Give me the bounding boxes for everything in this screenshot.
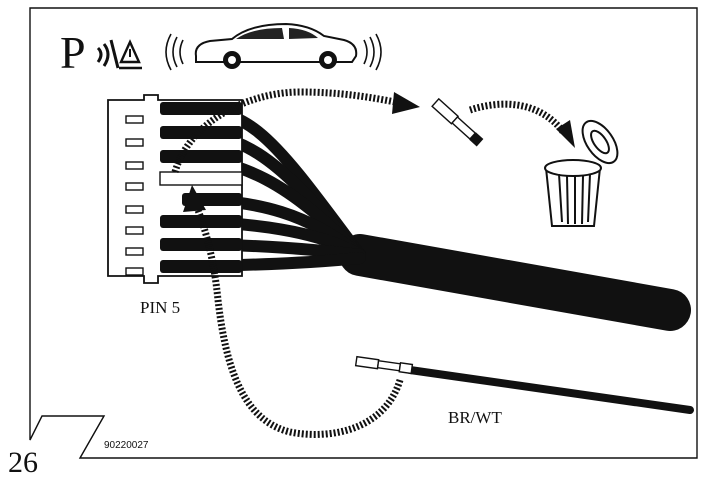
frame-notch — [79, 415, 105, 459]
trash-can-icon — [544, 119, 619, 227]
park-assist-sensor-icon — [96, 39, 120, 69]
insert-arrowhead — [183, 185, 206, 212]
discard-arrowhead — [556, 120, 575, 148]
page-number: 26 — [8, 446, 38, 479]
insert-arrow-path — [192, 203, 404, 438]
warning-triangle-icon — [119, 39, 142, 70]
car-with-sensor-waves-icon — [165, 22, 382, 71]
pin-5-label: PIN 5 — [140, 298, 181, 317]
park-letter: P — [60, 27, 86, 78]
discard-arrow-path — [468, 100, 567, 136]
removal-arrow-path — [171, 88, 401, 174]
replacement-wire-br-wt — [354, 355, 694, 414]
empty-pin-5-cavity — [159, 171, 243, 186]
wire-color-label: BR/WT — [448, 408, 502, 427]
connector-block — [107, 94, 243, 284]
removal-arrowhead — [392, 92, 420, 114]
removed-terminal — [431, 97, 484, 147]
figure-code: 90220027 — [104, 440, 149, 451]
